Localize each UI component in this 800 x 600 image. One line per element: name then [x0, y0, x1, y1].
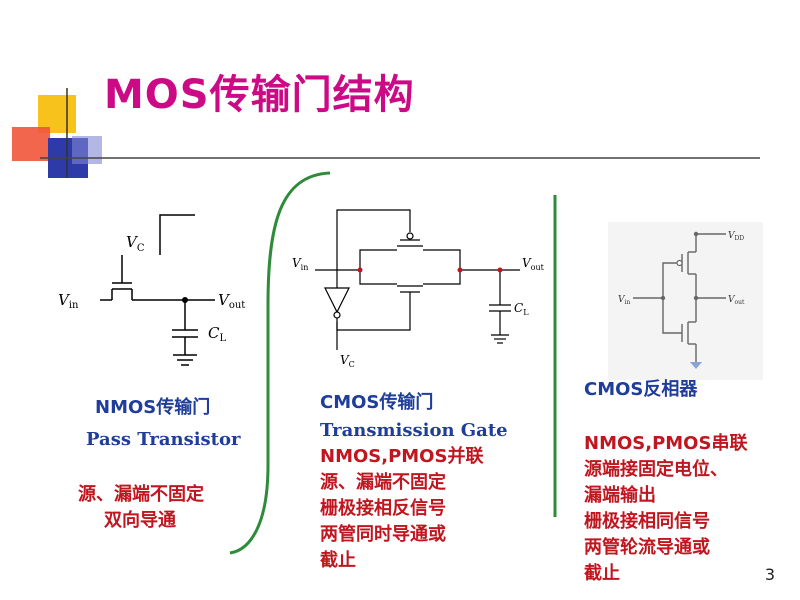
cmos-inverter-circuit: VDD Vin Vout [608, 222, 763, 380]
vertical-divider [553, 195, 557, 517]
cmos-tg-note-1: NMOS,PMOS并联 [320, 446, 484, 467]
slide-title: MOS传输门结构 [104, 72, 415, 118]
svg-text:VC: VC [340, 353, 355, 369]
nmos-subheading: Pass Transistor [86, 429, 241, 450]
inverter-notes: NMOS,PMOS串联 源端接固定电位、 漏端输出 栅极接相同信号 两管轮流导通… [584, 431, 747, 587]
inverter-note-6: 截止 [584, 563, 620, 584]
cmos-tg-subheading: Transmission Gate [320, 420, 508, 441]
inverter-note-1: NMOS,PMOS串联 [584, 433, 748, 454]
inverter-note-2: 源端接固定电位、 [584, 459, 728, 480]
cmos-tg-note-2: 源、漏端不固定 [320, 472, 446, 493]
page-number: 3 [764, 565, 775, 584]
nmos-note-1: 源、漏端不固定 [78, 484, 204, 505]
svg-text:Vin: Vin [292, 256, 308, 272]
control-step-waveform [159, 214, 195, 255]
svg-text:Vout: Vout [218, 291, 245, 311]
nmos-note-2: 双向导通 [104, 510, 176, 531]
nmos-heading: NMOS传输门 [95, 397, 211, 418]
svg-text:CL: CL [208, 324, 226, 344]
svg-text:Vout: Vout [728, 295, 745, 306]
svg-text:VDD: VDD [728, 231, 744, 242]
cmos-tg-note-4: 两管同时导通或 [320, 524, 446, 545]
cmos-transmission-circuit: Vin Vout CL VC [292, 209, 545, 369]
svg-text:Vout: Vout [522, 256, 545, 272]
title-decoration [12, 88, 760, 178]
inverter-note-3: 漏端输出 [584, 485, 656, 506]
svg-text:CL: CL [514, 301, 529, 317]
deco-blue-fade [72, 136, 102, 164]
svg-text:Vin: Vin [58, 291, 79, 311]
inverter-heading: CMOS反相器 [584, 379, 698, 400]
deco-yellow-square [38, 95, 76, 133]
inverter-note-4: 栅极接相同信号 [584, 511, 710, 532]
cmos-tg-notes: NMOS,PMOS并联 源、漏端不固定 栅极接相反信号 两管同时导通或 截止 [320, 444, 483, 574]
svg-text:Vin: Vin [618, 295, 630, 306]
cmos-tg-note-5: 截止 [320, 550, 356, 571]
cmos-tg-note-3: 栅极接相反信号 [320, 498, 446, 519]
deco-red-square [12, 127, 50, 161]
curved-divider [229, 171, 331, 555]
svg-text:VC: VC [126, 233, 145, 254]
cmos-tg-heading: CMOS传输门 [320, 392, 434, 413]
inverter-note-5: 两管轮流导通或 [584, 537, 710, 558]
nmos-pass-circuit: VC Vin Vout CL [58, 214, 245, 366]
